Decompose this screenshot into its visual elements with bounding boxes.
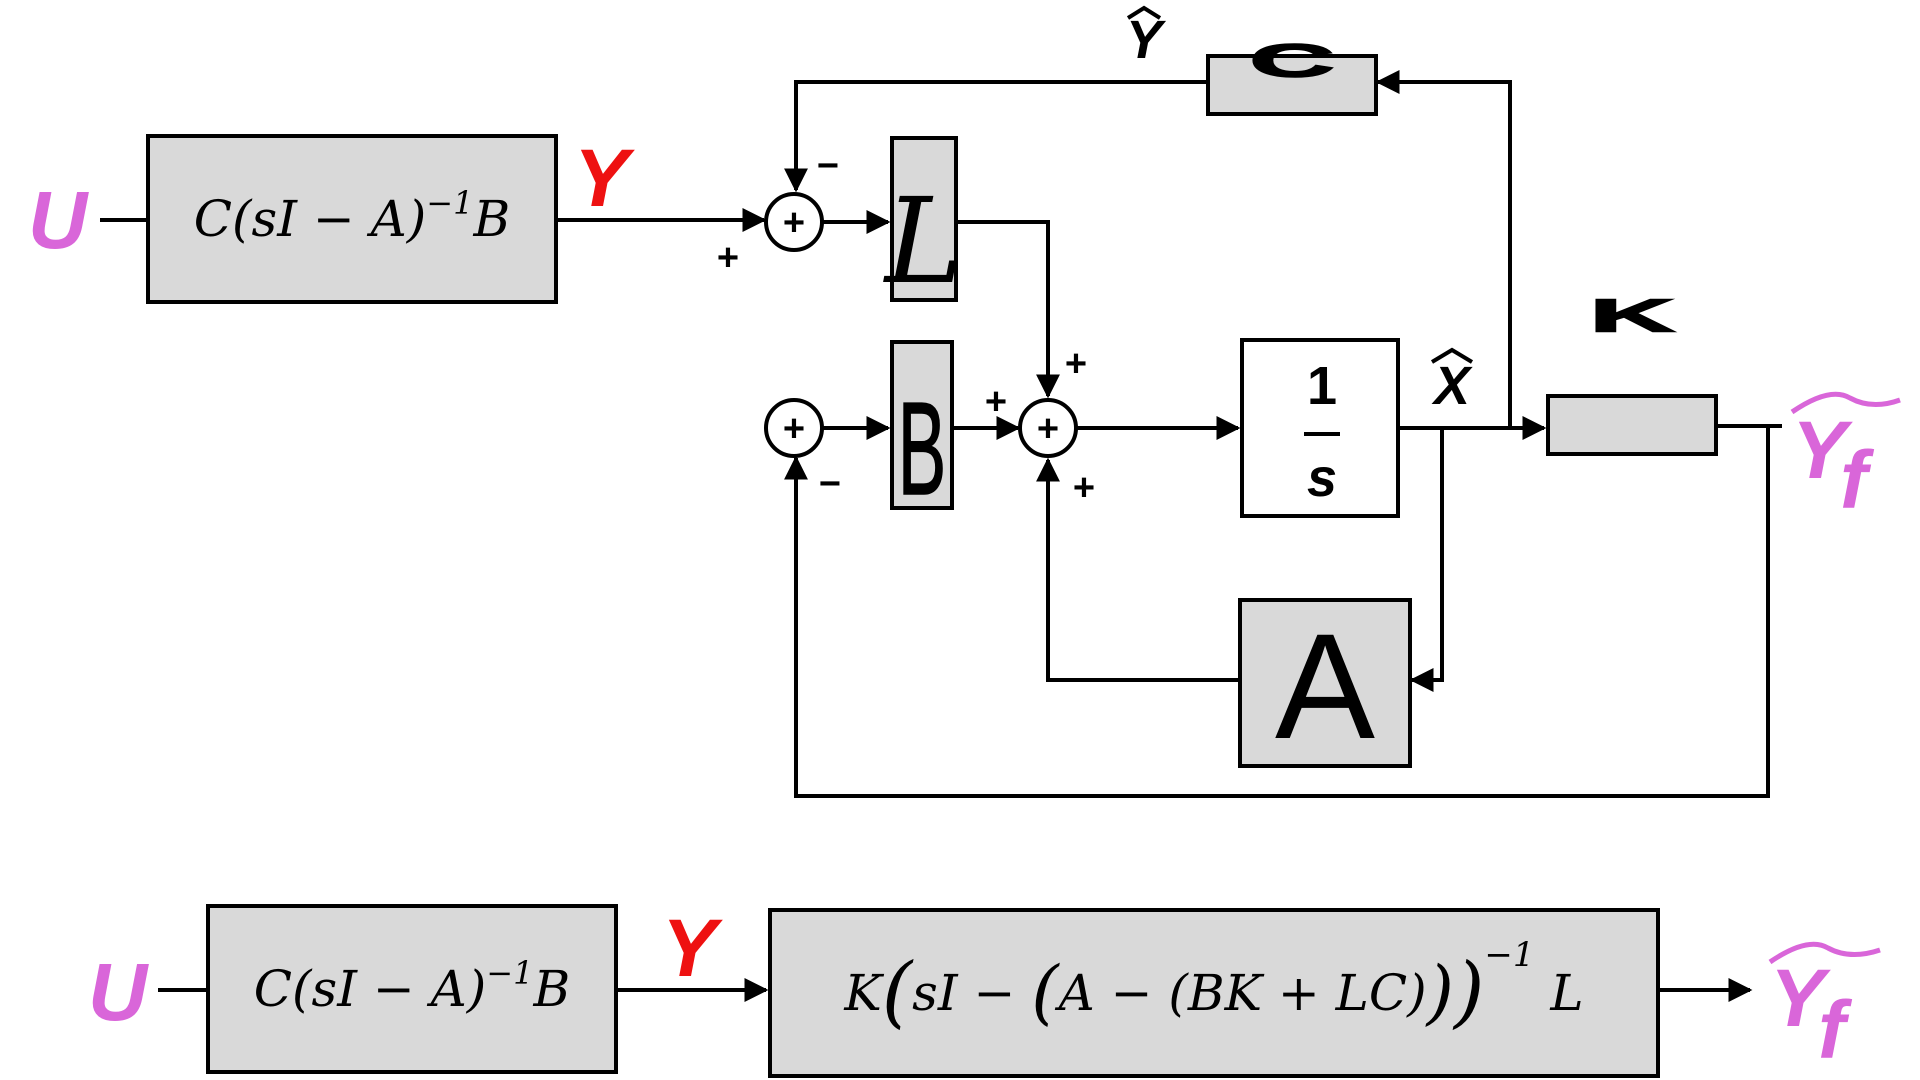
x-hat-label: X <box>1431 356 1473 416</box>
plant-transfer-function-bottom: C(sI − A)−1B <box>254 954 570 1018</box>
sum2-plus-top: + <box>1065 343 1087 385</box>
sum2-plus-bottom: + <box>1073 467 1095 509</box>
gain-c-label: C <box>1249 34 1334 86</box>
wire-branch-to-c <box>1375 70 1512 428</box>
y-hat-caret <box>1126 5 1162 20</box>
gain-l-block <box>890 136 958 302</box>
gain-k-block <box>1546 394 1718 456</box>
gain-a-label: A <box>1275 602 1375 770</box>
svg-text:f: f <box>1840 435 1875 526</box>
sum1-minus-sign: − <box>817 145 839 187</box>
sum1-plus-sign: + <box>717 237 739 279</box>
integrator-numerator: 1 <box>1307 356 1337 416</box>
wire-c-to-sum1 <box>784 80 1208 193</box>
x-hat-caret <box>1430 347 1474 364</box>
svg-text:Y: Y <box>1770 953 1831 1044</box>
observer-controller-transfer-function: K(sI − (A − (BK + LC)))−1 L <box>843 935 1583 1037</box>
integrator-block <box>1240 338 1400 518</box>
input-signal-u-bottom: U <box>88 947 149 1038</box>
plant-transfer-function: C(sI − A)−1B <box>194 184 510 248</box>
output-signal-y: Y <box>574 133 635 224</box>
sum3-minus-sign: − <box>819 463 841 505</box>
gain-b-block <box>890 340 954 510</box>
integrator-denominator: s <box>1307 448 1337 508</box>
gain-c-block <box>1206 54 1378 116</box>
gain-l-label: L <box>883 172 963 310</box>
input-signal-u: U <box>28 175 89 266</box>
y-hat-label: Y <box>1126 10 1167 70</box>
sum-junction-1-symbol: + <box>783 202 805 244</box>
estimated-output-label-top: Y f <box>1790 391 1901 526</box>
observer-controller-block <box>768 908 1660 1078</box>
gain-a-block <box>1238 598 1412 768</box>
output-signal-y-bottom: Y <box>662 903 723 994</box>
svg-text:f: f <box>1818 985 1853 1076</box>
plant-block-bottom <box>206 904 618 1074</box>
svg-text:Y: Y <box>1792 405 1853 496</box>
wire-l-to-sum2 <box>956 220 1060 399</box>
wire-a-to-sum2 <box>1036 457 1240 682</box>
estimated-output-label-bottom: Y f <box>1768 941 1881 1076</box>
sum-junction-2-symbol: + <box>1037 408 1059 450</box>
gain-k-label: K <box>1589 289 1674 341</box>
gain-b-label: B <box>898 375 946 522</box>
sum2-plus-left: + <box>985 381 1007 423</box>
sum-junction-3-symbol: + <box>783 408 805 450</box>
wire-k-feedback-to-sum3 <box>784 426 1770 798</box>
wire-branch-to-a <box>1409 428 1444 692</box>
